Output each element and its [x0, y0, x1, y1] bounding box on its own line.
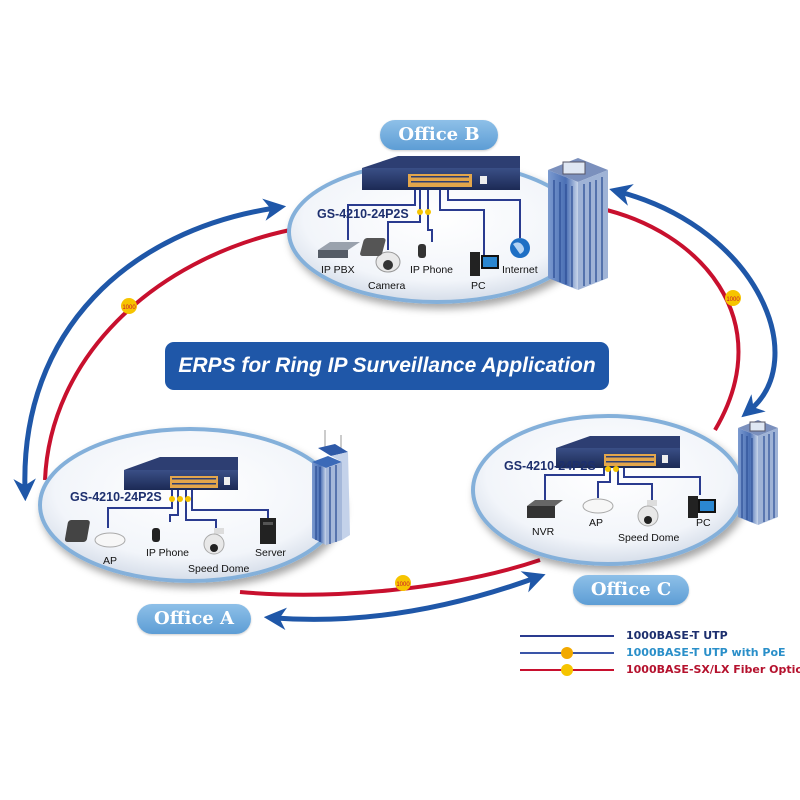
- ip-phone-icon: [64, 520, 160, 542]
- device-label: Camera: [368, 280, 406, 292]
- badge-text: 1000: [122, 305, 136, 311]
- office-b: [287, 156, 608, 304]
- legend-poe-label: 1000BASE-T UTP with PoE: [626, 646, 786, 659]
- ring-links: 1000 1000 1000: [13, 184, 778, 631]
- ip-phone-icon: [360, 238, 426, 258]
- office-b-label: Office B: [380, 120, 498, 150]
- utp-link-b-c: [609, 184, 778, 418]
- badge-text: 1000: [396, 582, 410, 588]
- switch-icon: [362, 156, 520, 190]
- office-c: [471, 414, 778, 566]
- speed-dome-icon: [637, 500, 659, 527]
- legend-utp-label: 1000BASE-T UTP: [626, 629, 728, 642]
- dome-camera-icon: [375, 251, 401, 273]
- device-label: Server: [255, 547, 286, 559]
- legend: [520, 635, 614, 676]
- device-label: PC: [696, 517, 711, 529]
- nvr-icon: [527, 500, 563, 518]
- device-label: Internet: [502, 264, 538, 276]
- device-label: PC: [471, 280, 486, 292]
- device-label: IP Phone: [146, 547, 190, 559]
- office-building-icon: [548, 158, 608, 290]
- fiber-badge-b-c: 1000: [725, 290, 741, 306]
- fiber-badge-a-c: 1000: [395, 575, 411, 591]
- ip-pbx-icon: [318, 242, 360, 258]
- office-c-label: Office C: [573, 575, 689, 605]
- utp-link-a-b: [13, 198, 287, 502]
- pc-icon: [688, 496, 716, 518]
- device-label: NVR: [532, 526, 555, 538]
- globe-icon: [510, 238, 530, 258]
- legend-fiber-badge: [561, 664, 573, 676]
- server-icon: [260, 518, 276, 544]
- access-point-icon: [582, 498, 614, 514]
- utp-link-a-c: [263, 571, 546, 631]
- device-label: AP: [103, 555, 118, 567]
- device-label: IP PBX: [321, 264, 355, 276]
- access-point-icon: [94, 532, 126, 548]
- device-label: AP: [589, 517, 604, 529]
- device-label: Speed Dome: [618, 532, 680, 544]
- office-building-icon: [738, 420, 778, 525]
- office-b-switch-model: GS-4210-24P2S: [317, 207, 409, 221]
- office-c-switch-model: GS-4210-24P2S: [504, 459, 596, 473]
- device-label: Speed Dome: [188, 563, 250, 575]
- switch-icon: [556, 436, 680, 468]
- office-a: [38, 427, 350, 583]
- device-label: IP Phone: [410, 264, 454, 276]
- legend-poe-badge: [561, 647, 573, 659]
- pc-icon: [470, 252, 499, 276]
- speed-dome-icon: [203, 528, 225, 555]
- office-a-label: Office A: [137, 604, 251, 634]
- office-a-switch-model: GS-4210-24P2S: [70, 490, 162, 504]
- fiber-badge-a-b: 1000: [121, 298, 137, 314]
- diagram-title: ERPS for Ring IP Surveillance Applicatio…: [165, 342, 609, 390]
- switch-icon: [124, 457, 238, 490]
- office-building-icon: [312, 430, 350, 545]
- badge-text: 1000: [726, 297, 740, 303]
- legend-fiber-label: 1000BASE-SX/LX Fiber Optic: [626, 663, 800, 676]
